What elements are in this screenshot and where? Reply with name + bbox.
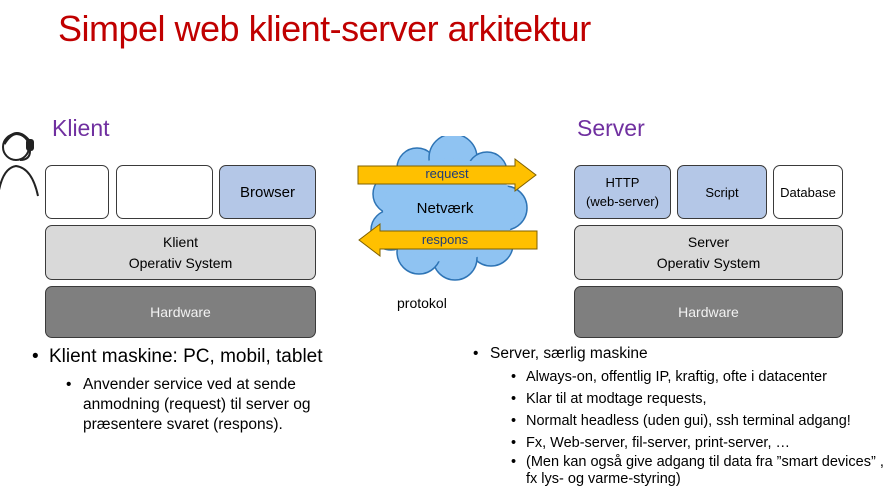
- server-bullet-list: Server, særlig maskine: [473, 344, 790, 364]
- server-bullet-sub-2: Klar til at modtage requests,: [511, 388, 886, 410]
- server-hardware-box: Hardware: [574, 286, 843, 338]
- arrow-left-icon: [358, 222, 538, 258]
- slide-title: Simpel web klient-server arkitektur: [58, 8, 591, 49]
- client-hardware-box: Hardware: [45, 286, 316, 338]
- client-os-line-1: Klient: [162, 233, 199, 250]
- user-headset-icon: [0, 132, 39, 197]
- script-box: Script: [677, 165, 767, 219]
- server-os-box: Server Operativ System: [574, 225, 843, 280]
- server-sub-bullet-list: Always-on, offentlig IP, kraftig, ofte i…: [511, 366, 886, 488]
- script-label: Script: [705, 184, 739, 200]
- request-label: request: [425, 166, 469, 181]
- response-label: respons: [421, 232, 469, 247]
- protocol-label: protokol: [397, 295, 447, 311]
- client-heading: Klient: [52, 115, 110, 141]
- server-heading: Server: [577, 115, 645, 141]
- client-bullet-list: Klient maskine: PC, mobil, tablet: [32, 345, 369, 369]
- client-sub-bullet-list: Anvender service ved at sende anmodning …: [66, 375, 353, 435]
- database-label: Database: [780, 184, 836, 200]
- client-app-box-1: [45, 165, 109, 219]
- arrow-right-icon: [357, 157, 537, 193]
- http-server-line-2: (web-server): [586, 194, 659, 209]
- network-diagram: [357, 136, 538, 281]
- network-label: Netværk: [416, 200, 474, 217]
- client-os-line-2: Operativ System: [128, 254, 233, 271]
- client-hardware-label: Hardware: [150, 303, 211, 320]
- client-bullet-main: Klient maskine: PC, mobil, tablet: [32, 345, 369, 369]
- server-bullet-sub-3: Normalt headless (uden gui), ssh termina…: [511, 410, 886, 432]
- client-os-box: Klient Operativ System: [45, 225, 316, 280]
- server-hardware-label: Hardware: [678, 303, 739, 320]
- server-bullet-sub-4: Fx, Web-server, fil-server, print-server…: [511, 432, 886, 454]
- server-bullet-main: Server, særlig maskine: [473, 344, 790, 364]
- client-bullet-sub: Anvender service ved at sende anmodning …: [66, 375, 353, 435]
- database-box: Database: [773, 165, 843, 219]
- http-server-line-1: HTTP: [605, 175, 640, 190]
- http-server-box: HTTP (web-server): [574, 165, 671, 219]
- client-app-box-2: [116, 165, 213, 219]
- server-bullet-sub-1: Always-on, offentlig IP, kraftig, ofte i…: [511, 366, 886, 388]
- browser-box: Browser: [219, 165, 316, 219]
- server-os-line-1: Server: [687, 233, 730, 250]
- server-os-line-2: Operativ System: [656, 254, 761, 271]
- server-bullet-sub-5: (Men kan også give adgang til data fra ”…: [511, 454, 886, 488]
- browser-label: Browser: [239, 183, 295, 201]
